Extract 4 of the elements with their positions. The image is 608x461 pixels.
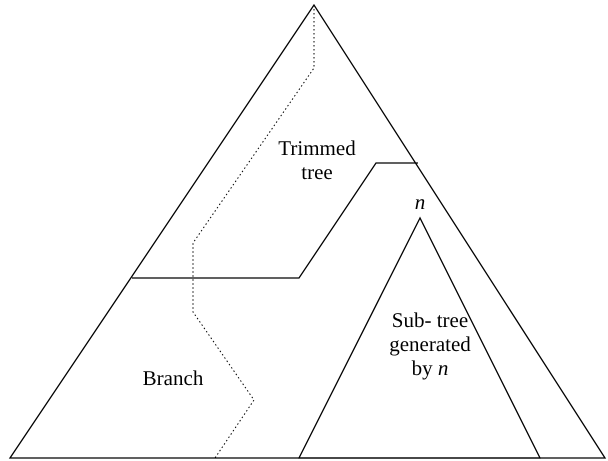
region-label: Sub- tree generated by n bbox=[388, 308, 472, 380]
region-label: Trimmed tree bbox=[277, 136, 357, 184]
region-label: Branch bbox=[142, 366, 204, 390]
node-label: n bbox=[414, 190, 426, 214]
